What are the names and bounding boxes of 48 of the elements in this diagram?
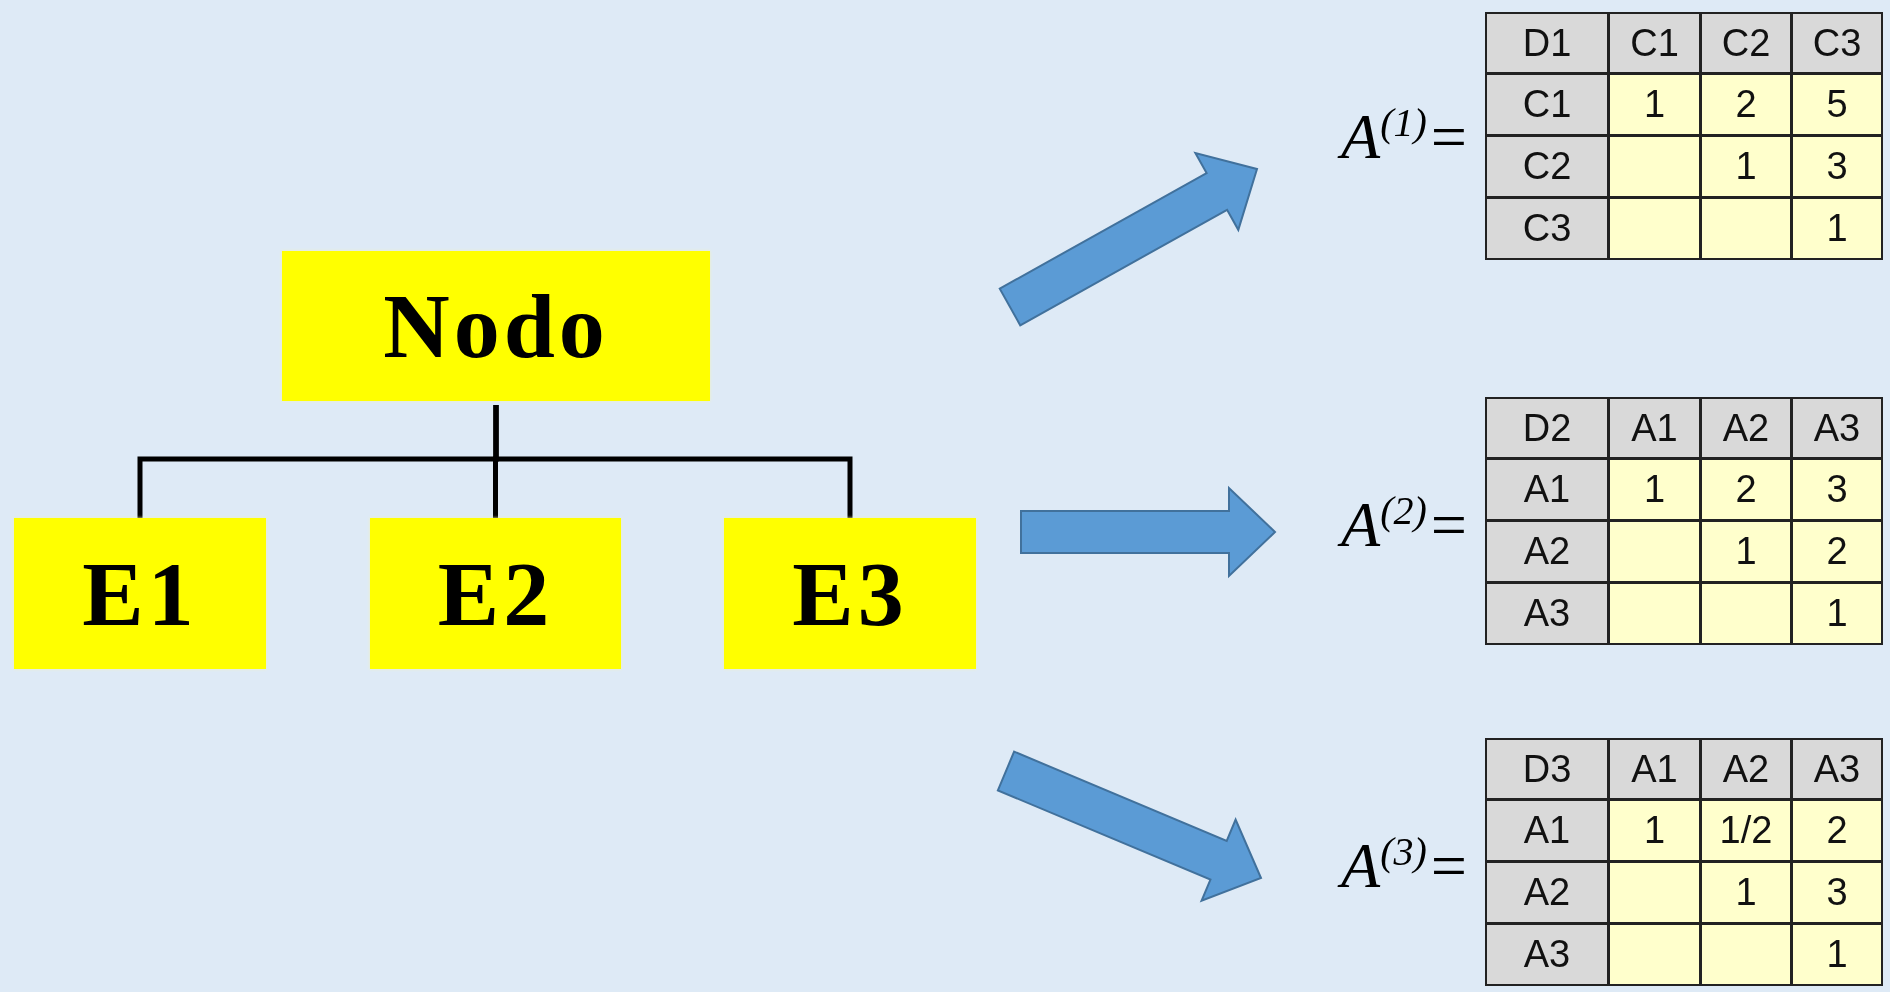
- header-cell: A3: [1791, 397, 1883, 459]
- header-cell: A2: [1700, 738, 1792, 800]
- header-cell: C1: [1485, 73, 1609, 136]
- table-cell: 3: [1791, 458, 1883, 521]
- table-cell: 1: [1791, 582, 1883, 645]
- table-cell: 1: [1700, 861, 1792, 924]
- table-cell: 1: [1608, 799, 1701, 862]
- node-label: E3: [792, 541, 908, 647]
- header-cell: A2: [1485, 520, 1609, 583]
- header-cell: C1: [1608, 12, 1701, 74]
- node-label: Nodo: [383, 274, 609, 379]
- header-cell: C3: [1485, 197, 1609, 260]
- table-cell: 3: [1791, 861, 1883, 924]
- header-cell: A1: [1608, 738, 1701, 800]
- header-cell: A1: [1608, 397, 1701, 459]
- table-cell: 2: [1791, 799, 1883, 862]
- header-cell: C2: [1485, 135, 1609, 198]
- tree-box: [282, 251, 710, 401]
- tree-connector: [493, 405, 853, 518]
- header-cell: A1: [1485, 799, 1609, 862]
- tree-box: [724, 518, 976, 669]
- tree-box: [14, 518, 266, 669]
- header-cell: C3: [1791, 12, 1883, 74]
- header-cell: A2: [1700, 397, 1792, 459]
- table-cell: 1: [1608, 458, 1701, 521]
- node-label: E2: [437, 541, 554, 647]
- header-cell: D3: [1485, 738, 1609, 800]
- header-cell: A2: [1485, 861, 1609, 924]
- table-cell: 1: [1700, 135, 1792, 198]
- header-cell: A3: [1485, 923, 1609, 986]
- table-cell: 1: [1608, 73, 1701, 136]
- header-cell: A1: [1485, 458, 1609, 521]
- table-cell: 2: [1791, 520, 1883, 583]
- header-cell: C2: [1700, 12, 1792, 74]
- tree-box: [370, 518, 621, 669]
- table-cell: 1/2: [1700, 799, 1792, 862]
- header-cell: D1: [1485, 12, 1609, 74]
- table-cell: 5: [1791, 73, 1883, 136]
- table-cell: 2: [1700, 458, 1792, 521]
- table-cell: 1: [1700, 520, 1792, 583]
- table-cell: 1: [1791, 197, 1883, 260]
- header-cell: A3: [1485, 582, 1609, 645]
- header-cell: A3: [1791, 738, 1883, 800]
- node-label: E1: [82, 541, 198, 647]
- table-cell: 2: [1700, 73, 1792, 136]
- table-cell: 1: [1791, 923, 1883, 986]
- header-cell: D2: [1485, 397, 1609, 459]
- table-cell: 3: [1791, 135, 1883, 198]
